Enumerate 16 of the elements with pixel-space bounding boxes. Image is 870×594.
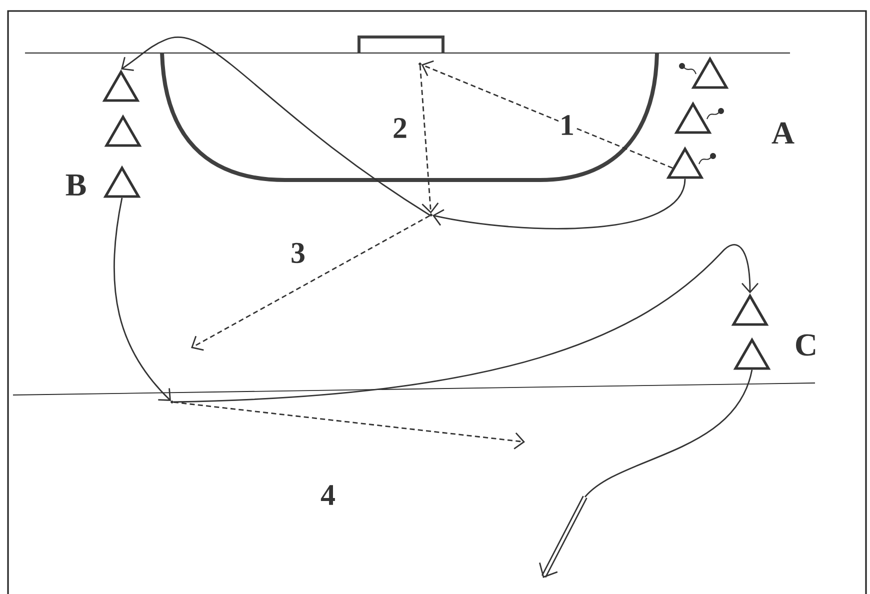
- edge-label: 2: [392, 117, 408, 139]
- run-arrow: [539, 370, 753, 578]
- group-label: C: [796, 334, 816, 356]
- run-arrow: [113, 198, 171, 401]
- edge-label: 1: [558, 114, 576, 136]
- run-arrow: [121, 36, 430, 216]
- group-label: B: [66, 174, 86, 196]
- pass-arrow: [421, 60, 673, 169]
- run-arrow: [173, 244, 759, 403]
- run-arrow: [432, 178, 686, 230]
- pass-arrow: [191, 215, 430, 351]
- edge-label: 4: [320, 484, 336, 506]
- pass-arrow: [173, 401, 525, 450]
- edge-label: 3: [290, 242, 306, 264]
- pass-arrow: [419, 65, 439, 214]
- group-label: A: [772, 122, 794, 144]
